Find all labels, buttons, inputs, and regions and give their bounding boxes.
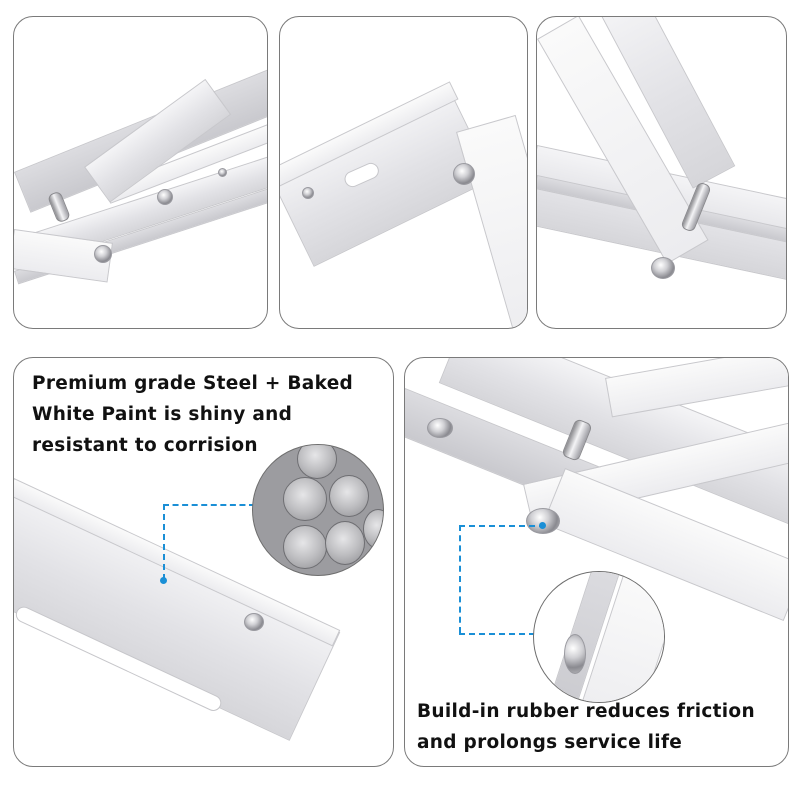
panel-corner-closeup (279, 16, 528, 329)
steel-caption-line-2: White Paint is shiny and (32, 404, 293, 425)
panel-rubber-washer: Build-in rubber reduces friction and pro… (404, 357, 789, 767)
steel-caption-line-3: resistant to corrision (32, 435, 258, 456)
callout-dot (160, 577, 167, 584)
steel-rod-icon (297, 445, 337, 479)
steel-rod-icon (329, 475, 369, 517)
rivet-icon (157, 189, 173, 205)
callout-dot (539, 522, 546, 529)
rubber-caption-line-1: Build-in rubber reduces friction (417, 701, 755, 722)
callout-line-vertical (163, 504, 165, 580)
rivet-icon (244, 613, 264, 631)
steel-rod-icon (363, 509, 383, 549)
rubber-washer-magnifier (533, 571, 665, 703)
callout-line-vertical (459, 525, 461, 633)
callout-line-horizontal-bottom (459, 633, 535, 635)
bracket-wall-arm (456, 114, 527, 328)
rivet-icon (526, 508, 560, 534)
rivet-icon (94, 245, 112, 263)
steel-rods-magnifier (252, 444, 384, 576)
rivet-icon (651, 257, 675, 279)
rubber-caption-line-2: and prolongs service life (417, 732, 683, 753)
panel-hinge-closeup (13, 16, 268, 329)
steel-rod-icon (283, 477, 327, 521)
steel-caption-line-1: Premium grade Steel + Baked (32, 373, 354, 394)
panel-pin-closeup (536, 16, 787, 329)
rivet-icon (453, 163, 475, 185)
rivet-icon (302, 187, 314, 199)
rivet-icon (427, 418, 453, 438)
rivet-icon (218, 168, 227, 177)
steel-rod-icon (325, 521, 365, 565)
steel-rod-icon (283, 525, 327, 569)
callout-line-horizontal (163, 504, 255, 506)
bracket-top-arm (605, 358, 788, 418)
panel-steel-quality: Premium grade Steel + Baked White Paint … (13, 357, 394, 767)
rubber-washer-icon (564, 634, 586, 674)
callout-line-horizontal-top (459, 525, 545, 527)
